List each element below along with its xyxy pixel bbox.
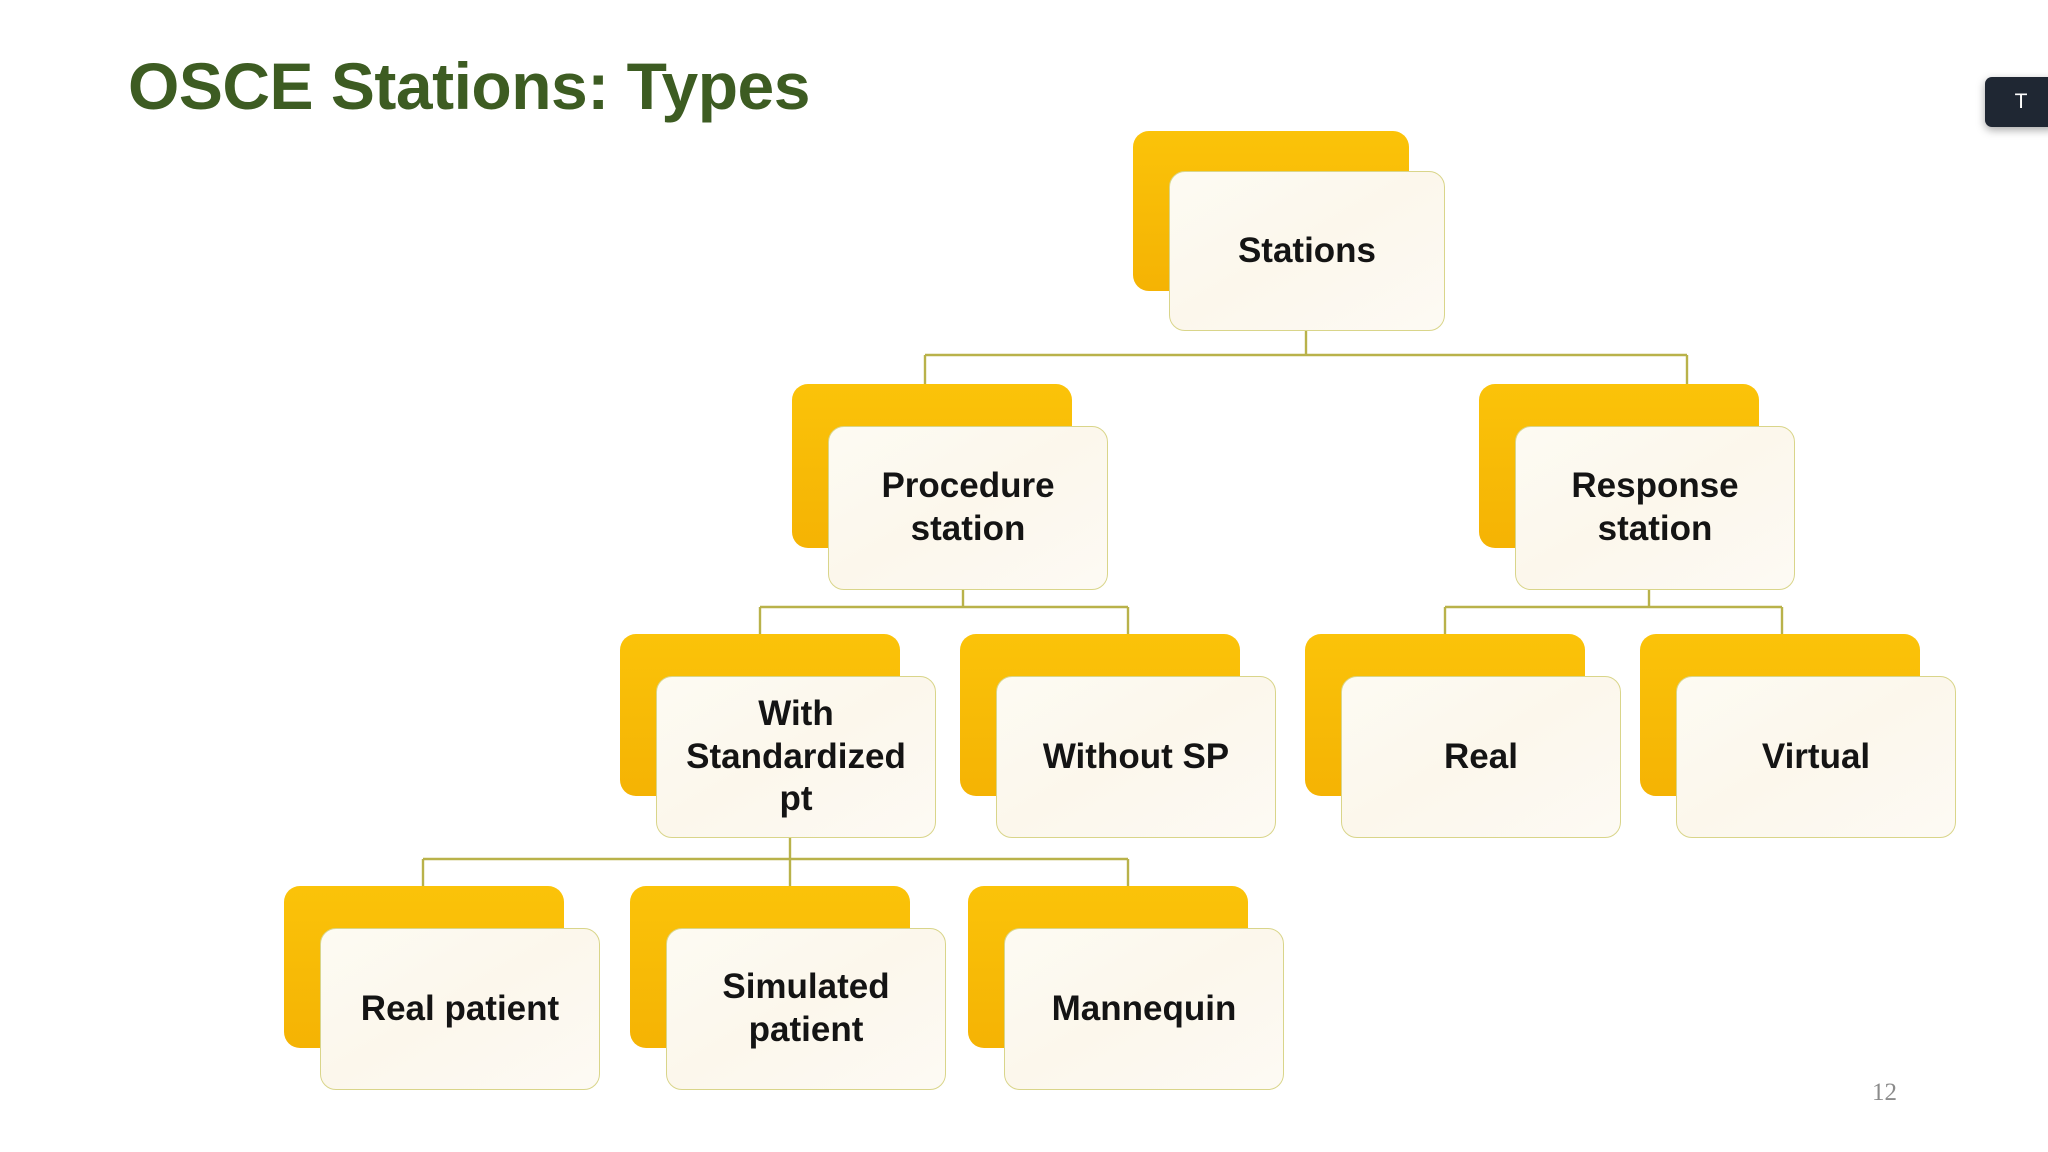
tooltip-badge[interactable]: T: [1985, 77, 2048, 127]
node-real-label: Real: [1444, 736, 1518, 776]
node-real-patient[interactable]: Real patient: [284, 886, 600, 1090]
node-with-standardized-pt[interactable]: With Standardized pt: [620, 634, 936, 838]
node-real[interactable]: Real: [1305, 634, 1621, 838]
node-with-standardized-pt-label: With Standardized pt: [686, 693, 906, 819]
node-real-patient-card[interactable]: Real patient: [320, 928, 600, 1090]
node-without-sp-label: Without SP: [1042, 736, 1230, 776]
node-simulated-patient-card[interactable]: Simulated patient: [666, 928, 946, 1090]
node-without-sp-card[interactable]: Without SP: [996, 676, 1276, 838]
node-stations-label: Stations: [1237, 230, 1377, 270]
page-number: 12: [1872, 1079, 1897, 1106]
node-with-standardized-pt-card[interactable]: With Standardized pt: [656, 676, 936, 838]
node-response-station[interactable]: Response station: [1479, 384, 1795, 590]
node-virtual[interactable]: Virtual: [1640, 634, 1956, 838]
node-simulated-patient-label: Simulated patient: [722, 967, 890, 1049]
node-without-sp[interactable]: Without SP: [960, 634, 1276, 838]
node-real-card[interactable]: Real: [1341, 676, 1621, 838]
node-mannequin-card[interactable]: Mannequin: [1004, 928, 1284, 1090]
node-real-patient-label: Real patient: [360, 988, 560, 1028]
tooltip-badge-label: T: [2014, 90, 2028, 113]
title-separator: :: [587, 49, 627, 123]
node-stations[interactable]: Stations: [1133, 131, 1445, 331]
node-response-station-label: Response station: [1571, 466, 1739, 548]
node-virtual-label: Virtual: [1761, 736, 1871, 776]
node-simulated-patient[interactable]: Simulated patient: [630, 886, 946, 1090]
node-mannequin-label: Mannequin: [1051, 988, 1237, 1028]
page-title: OSCE Stations: Types: [128, 49, 811, 123]
node-response-station-card[interactable]: Response station: [1515, 426, 1795, 590]
node-mannequin[interactable]: Mannequin: [968, 886, 1284, 1090]
node-procedure-station-card[interactable]: Procedure station: [828, 426, 1108, 590]
node-procedure-station[interactable]: Procedure station: [792, 384, 1108, 590]
node-procedure-station-label: Procedure station: [881, 466, 1055, 548]
node-stations-card[interactable]: Stations: [1169, 171, 1445, 331]
node-virtual-card[interactable]: Virtual: [1676, 676, 1956, 838]
title-main-text: OSCE Stations: [128, 49, 588, 123]
title-accent-text: Types: [626, 49, 811, 123]
